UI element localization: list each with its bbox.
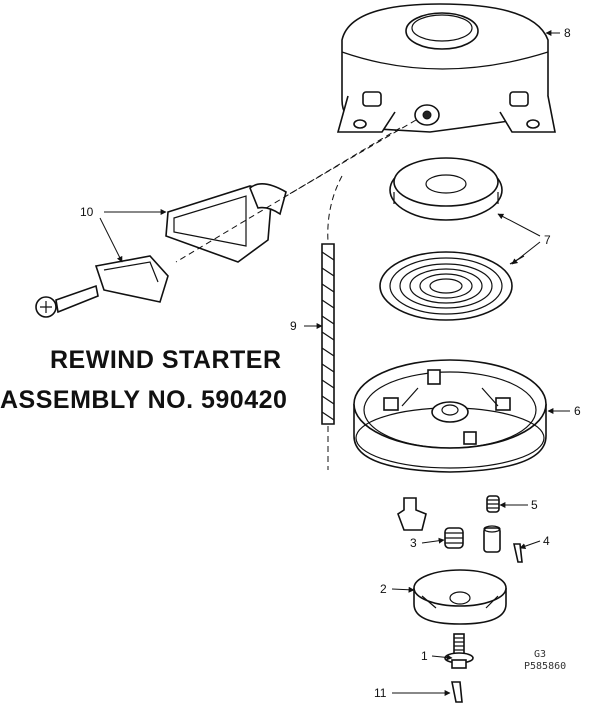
part-4-clip — [513, 543, 523, 563]
drawing-code-line-2: P585860 — [524, 661, 566, 672]
part-pin — [483, 525, 501, 553]
callout-7: 7 — [544, 233, 551, 247]
callout-8: 8 — [564, 26, 571, 40]
assembly-lines — [175, 119, 417, 470]
part-5-spring — [486, 495, 500, 513]
drawing-code-line-1: G3 — [534, 649, 546, 660]
callout-3: 3 — [410, 536, 417, 550]
part-9-rope — [321, 243, 335, 425]
callout-11: 11 — [374, 686, 387, 700]
part-7-spring-assembly — [379, 157, 525, 321]
callout-1: 1 — [421, 649, 428, 663]
part-3-spring — [444, 527, 464, 549]
part-2-retainer — [413, 569, 507, 625]
part-11-washer — [451, 681, 463, 703]
callout-4: 4 — [543, 534, 550, 548]
part-pawl — [397, 497, 427, 531]
part-1-screw — [444, 633, 474, 669]
callout-9: 9 — [290, 319, 297, 333]
callout-6: 6 — [574, 404, 581, 418]
part-8-housing — [336, 3, 556, 133]
part-6-pulley — [353, 359, 547, 473]
leader-lines — [99, 30, 570, 696]
title-line-2: ASSEMBLY NO. 590420 — [0, 386, 288, 414]
title-line-1: REWIND STARTER — [50, 346, 282, 374]
callout-10: 10 — [80, 205, 94, 219]
part-10-handle — [35, 183, 287, 318]
callout-2: 2 — [380, 582, 387, 596]
callout-5: 5 — [531, 498, 538, 512]
